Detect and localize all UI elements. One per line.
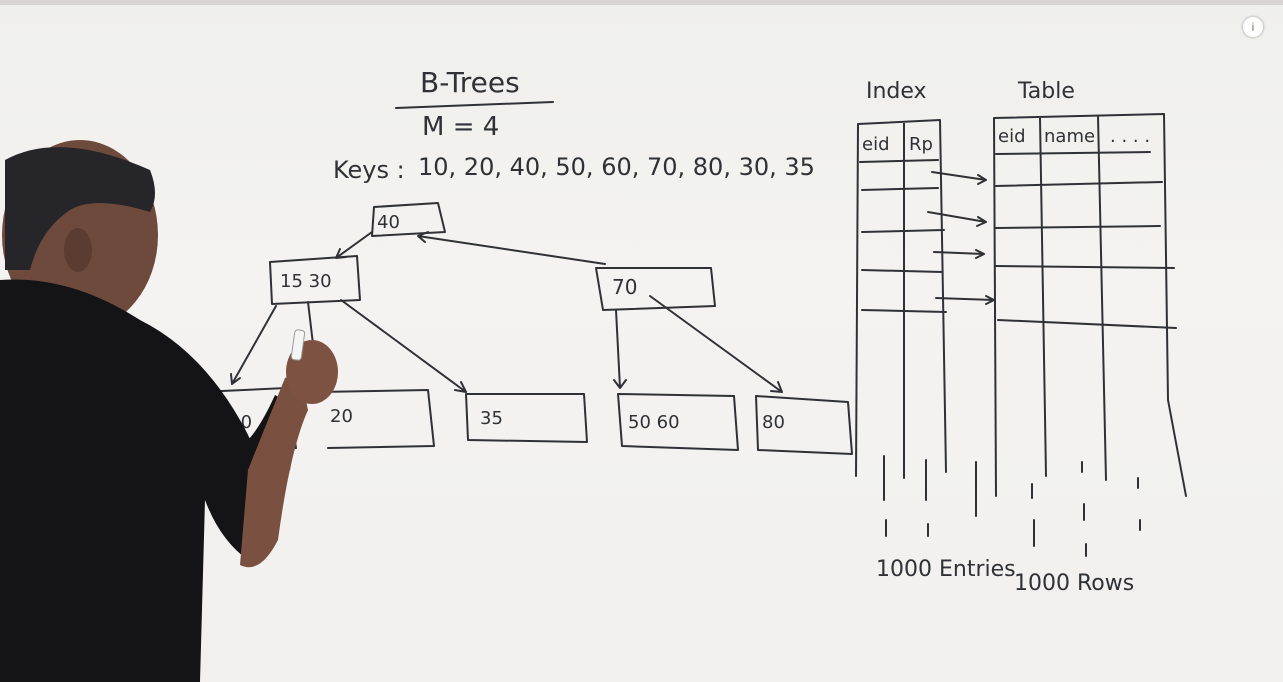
- edge-to-leaf-4: [613, 309, 627, 389]
- keys-list: 10, 20, 40, 50, 60, 70, 80, 30, 35: [418, 153, 815, 181]
- leaf-node-4-keys: 50 60: [628, 412, 680, 433]
- leaf-node-5-key: 80: [762, 412, 785, 433]
- title-underline: [395, 101, 554, 109]
- index-caption: 1000 Entries: [876, 557, 1016, 582]
- index-col-eid: eid: [862, 134, 890, 155]
- right-internal-node-key: 70: [612, 275, 637, 299]
- edge-to-leaf-3: [340, 299, 467, 393]
- index-row-lines: [859, 159, 947, 313]
- root-node-key: 40: [377, 212, 400, 233]
- leaf-node-3: [465, 393, 588, 443]
- pointer-arrow-2: [927, 211, 987, 227]
- left-internal-node: [269, 255, 361, 305]
- leaf-node-3-key: 35: [480, 408, 503, 429]
- table-row-lines: [995, 151, 1177, 329]
- order-text: M = 4: [422, 112, 499, 142]
- top-border: [0, 0, 1283, 5]
- table-title: Table: [1017, 79, 1075, 104]
- pointer-arrow-4: [935, 295, 995, 305]
- leaf-node-5: [755, 395, 853, 455]
- table-col-eid: eid: [998, 126, 1026, 147]
- info-icon[interactable]: i: [1242, 16, 1264, 38]
- presenter: [0, 140, 338, 682]
- edge-to-leaf-1: [230, 305, 277, 385]
- leaf-node-2-key: 20: [330, 406, 353, 427]
- pointer-arrow-1: [931, 171, 987, 185]
- edge-to-leaf-5: [649, 295, 783, 393]
- left-internal-node-keys: 15 30: [280, 271, 332, 292]
- leaf-node-2: [317, 389, 435, 449]
- keys-label: Keys :: [333, 156, 405, 184]
- right-internal-node: [595, 267, 716, 311]
- root-node: [371, 202, 446, 237]
- table-continuation-marks: [1031, 461, 1141, 557]
- table-grid-outline: [993, 113, 1187, 497]
- leaf-node-4: [617, 393, 739, 451]
- index-grid-lines: [855, 119, 947, 479]
- edge-root-right: [417, 231, 606, 265]
- table-col-more: . . . .: [1110, 126, 1150, 147]
- index-continuation-marks: [883, 455, 977, 537]
- index-col-rp: Rp: [909, 134, 933, 155]
- table-col-name: name: [1044, 126, 1095, 147]
- title-text: B-Trees: [420, 66, 520, 99]
- edge-root-left: [335, 231, 373, 259]
- index-title: Index: [866, 79, 927, 104]
- table-caption: 1000 Rows: [1014, 571, 1134, 596]
- pointer-arrow-3: [933, 249, 985, 259]
